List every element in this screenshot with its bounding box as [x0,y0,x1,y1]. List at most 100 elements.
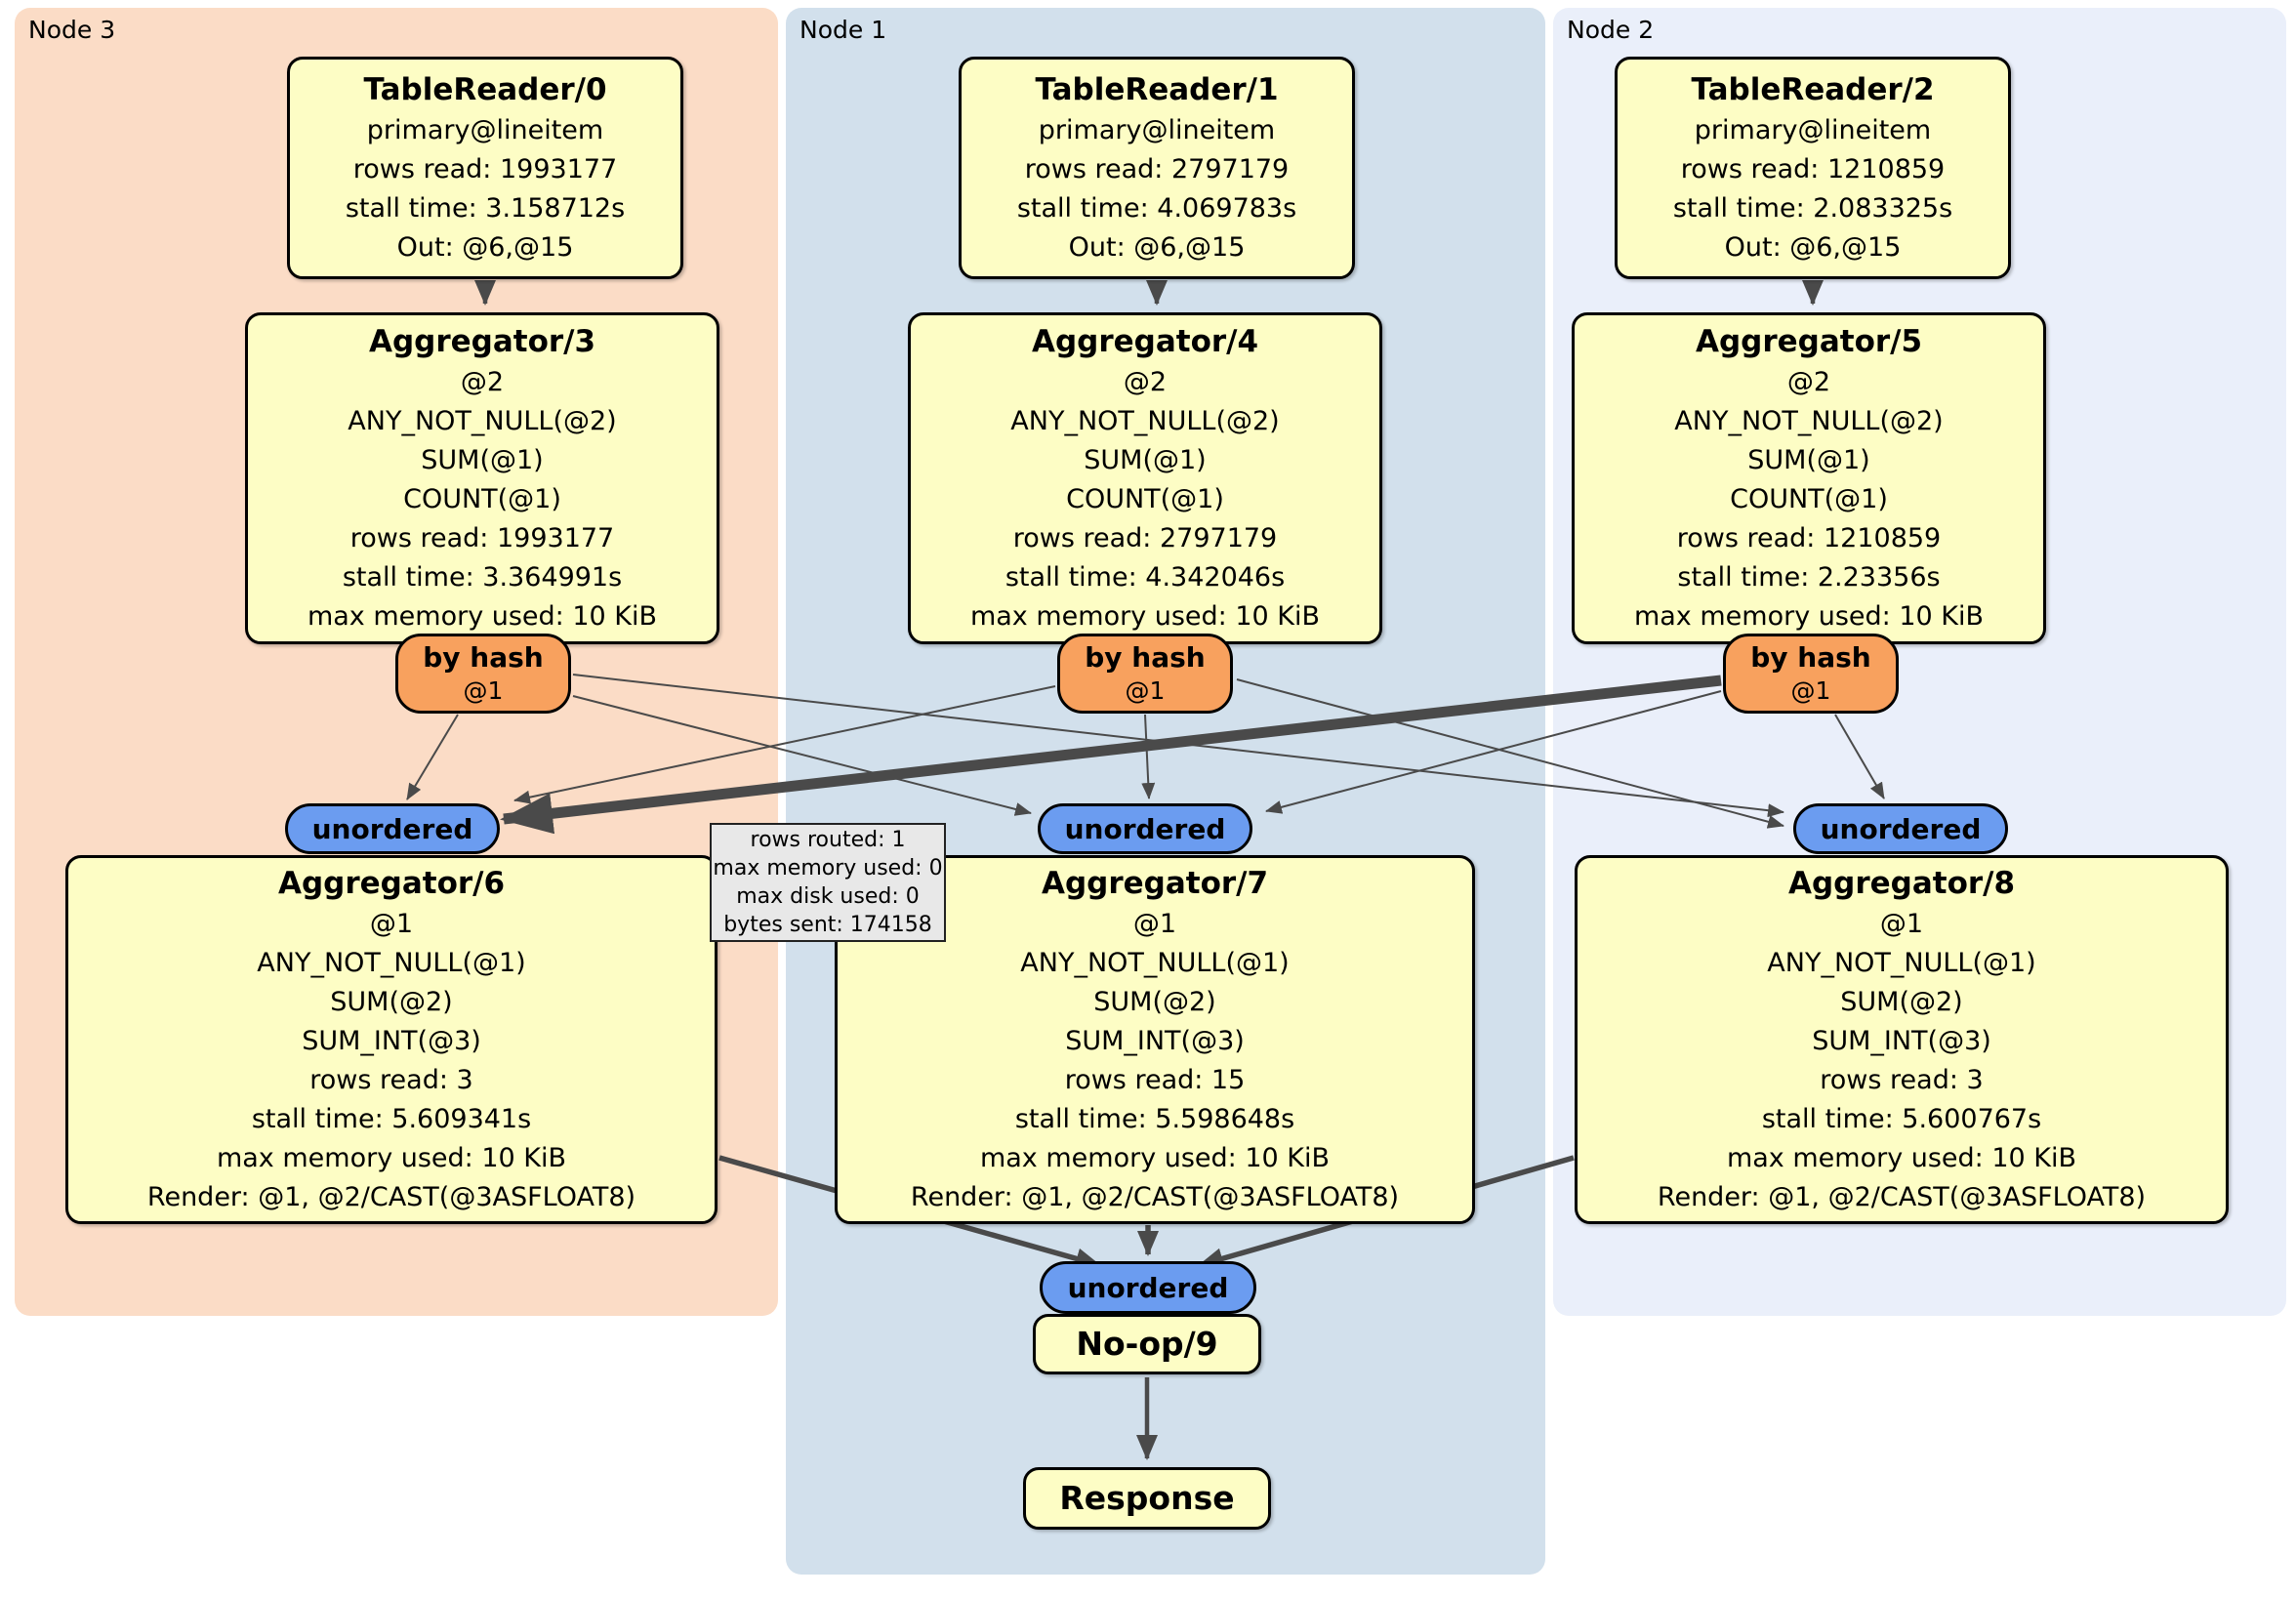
router-label: by hash [1750,641,1871,674]
processor-detail: primary@lineitem [1038,115,1276,145]
processor-detail: ANY_NOT_NULL(@2) [1010,406,1280,436]
processor-detail: @1 [1879,909,1924,939]
processor-detail: SUM(@2) [1840,987,1963,1017]
edge-byhash2-unordered-n2[interactable] [1834,714,1885,799]
router-key: @1 [1790,676,1831,705]
processor-detail: max memory used: 10 KiB [216,1143,567,1173]
processor-tablereader-0: TableReader/0 primary@lineitem rows read… [287,57,683,279]
processor-detail: max memory used: 10 KiB [969,601,1321,632]
router-by-hash-node3: by hash @1 [395,634,571,714]
edge-byhash0-unordered-n1[interactable] [572,695,1032,816]
processor-aggregator-4: Aggregator/4 @2 ANY_NOT_NULL(@2) SUM(@1)… [908,312,1382,644]
edge-stats-tooltip: rows routed: 1 max memory used: 0 max di… [710,823,946,942]
processor-detail: SUM(@1) [421,445,544,475]
router-key: @1 [1125,676,1166,705]
stream-label: unordered [1820,812,1982,845]
processor-detail: Out: @6,@15 [1068,232,1246,263]
edge-byhash2-unordered-n1[interactable] [1265,690,1722,814]
group-node-3-label: Node 3 [28,16,116,44]
processor-title: Aggregator/5 [1695,324,1923,359]
processor-detail: @2 [460,367,505,397]
processor-aggregator-7: Aggregator/7 @1 ANY_NOT_NULL(@1) SUM(@2)… [835,855,1475,1224]
processor-detail: rows read: 3 [1820,1065,1984,1095]
edge-byhash1-unordered-n1[interactable] [1141,714,1156,799]
processor-title: Aggregator/3 [368,324,596,359]
processor-detail: rows read: 15 [1064,1065,1246,1095]
processor-detail: stall time: 3.364991s [342,562,623,593]
processor-detail: stall time: 5.609341s [251,1104,532,1134]
processor-title: TableReader/0 [363,72,607,107]
stream-unordered-node2: unordered [1793,803,2008,854]
group-node-2-label: Node 2 [1567,16,1655,44]
tooltip-line: max memory used: 0 [713,856,943,880]
processor-title: TableReader/2 [1691,72,1935,107]
processor-detail: max memory used: 10 KiB [1726,1143,2077,1173]
processor-title: Aggregator/7 [1041,866,1269,901]
processor-noop-9: No-op/9 [1033,1314,1261,1374]
processor-detail: max memory used: 10 KiB [307,601,658,632]
processor-detail: ANY_NOT_NULL(@1) [1767,948,2036,978]
processor-detail: primary@lineitem [366,115,604,145]
processor-detail: @2 [1123,367,1168,397]
processor-detail: Render: @1, @2/CAST(@3ASFLOAT8) [1657,1182,2147,1212]
processor-response: Response [1023,1467,1271,1530]
processor-detail: ANY_NOT_NULL(@2) [348,406,617,436]
processor-title: Response [1059,1479,1235,1517]
processor-title: Aggregator/8 [1787,866,2016,901]
processor-detail: rows read: 1210859 [1676,523,1942,553]
router-key: @1 [463,676,504,705]
processor-detail: SUM(@2) [1093,987,1216,1017]
processor-detail: stall time: 4.342046s [1004,562,1286,593]
processor-detail: stall time: 5.598648s [1014,1104,1295,1134]
processor-tablereader-1: TableReader/1 primary@lineitem rows read… [959,57,1355,279]
processor-aggregator-8: Aggregator/8 @1 ANY_NOT_NULL(@1) SUM(@2)… [1575,855,2229,1224]
processor-detail: COUNT(@1) [403,484,561,514]
processor-detail: COUNT(@1) [1066,484,1224,514]
stream-unordered-final: unordered [1040,1261,1256,1314]
processor-detail: stall time: 5.600767s [1761,1104,2042,1134]
processor-title: No-op/9 [1076,1325,1218,1363]
processor-detail: @1 [369,909,414,939]
processor-title: TableReader/1 [1035,72,1279,107]
router-label: by hash [423,641,544,674]
processor-detail: stall time: 2.23356s [1677,562,1941,593]
processor-detail: SUM(@1) [1747,445,1870,475]
processor-detail: rows read: 2797179 [1012,523,1278,553]
router-by-hash-node2: by hash @1 [1723,634,1899,714]
tooltip-line: rows routed: 1 [750,828,906,852]
processor-detail: Out: @6,@15 [396,232,574,263]
processor-title: Aggregator/6 [277,866,506,901]
processor-detail: max memory used: 10 KiB [979,1143,1331,1173]
processor-detail: SUM(@1) [1084,445,1207,475]
processor-detail: SUM(@2) [330,987,453,1017]
processor-detail: max memory used: 10 KiB [1633,601,1985,632]
processor-detail: rows read: 3 [309,1065,473,1095]
processor-detail: SUM_INT(@3) [1065,1026,1245,1056]
edge-byhash1-unordered-n2[interactable] [1236,678,1784,829]
router-by-hash-node1: by hash @1 [1057,634,1233,714]
processor-detail: rows read: 2797179 [1024,154,1290,184]
processor-aggregator-3: Aggregator/3 @2 ANY_NOT_NULL(@2) SUM(@1)… [245,312,719,644]
stream-label: unordered [1067,1271,1229,1304]
edge-byhash0-unordered-n3[interactable] [406,714,459,800]
router-label: by hash [1085,641,1206,674]
processor-detail: stall time: 3.158712s [345,193,626,224]
processor-aggregator-6: Aggregator/6 @1 ANY_NOT_NULL(@1) SUM(@2)… [65,855,718,1224]
edge-byhash2-unordered-n3-heavy[interactable] [500,675,1722,835]
processor-detail: Render: @1, @2/CAST(@3ASFLOAT8) [146,1182,636,1212]
stream-unordered-node3: unordered [285,803,500,854]
processor-detail: COUNT(@1) [1730,484,1888,514]
processor-detail: stall time: 2.083325s [1672,193,1953,224]
tooltip-line: max disk used: 0 [736,884,920,909]
processor-detail: stall time: 4.069783s [1016,193,1297,224]
group-node-1-label: Node 1 [800,16,887,44]
processor-detail: Out: @6,@15 [1724,232,1902,263]
processor-detail: Render: @1, @2/CAST(@3ASFLOAT8) [910,1182,1400,1212]
processor-title: Aggregator/4 [1031,324,1259,359]
processor-detail: rows read: 1993177 [352,154,618,184]
processor-detail: @1 [1132,909,1177,939]
processor-detail: primary@lineitem [1694,115,1932,145]
processor-detail: SUM_INT(@3) [302,1026,481,1056]
edge-byhash1-unordered-n3[interactable] [513,685,1056,804]
